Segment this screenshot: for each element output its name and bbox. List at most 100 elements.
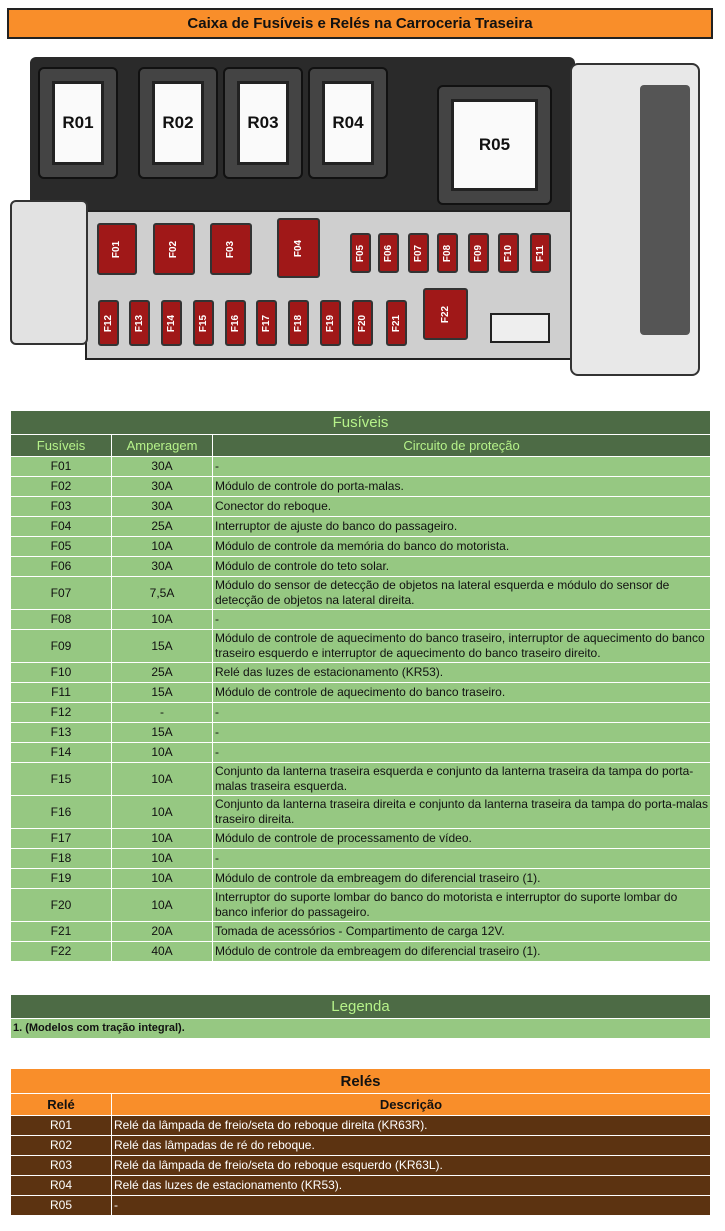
amperage-cell: 15A (111, 682, 213, 703)
relay-r05: R05 (437, 85, 552, 205)
connector-latch (490, 313, 550, 343)
fuse-label: F17 (261, 314, 273, 332)
circuit-cell: Módulo de controle de aquecimento do ban… (212, 682, 711, 703)
amperage-cell: 20A (111, 921, 213, 942)
circuit-cell: - (212, 848, 711, 869)
col-header-relay: Relé (10, 1093, 112, 1116)
amperage-cell: 30A (111, 496, 213, 517)
relay-label: R03 (237, 81, 289, 165)
connector-slots (640, 85, 690, 335)
fuse-id-cell: F12 (10, 702, 112, 723)
fuse-id-cell: F06 (10, 556, 112, 577)
relay-r03: R03 (223, 67, 303, 179)
fuse-id-cell: F17 (10, 828, 112, 849)
fuse-label: F21 (391, 314, 403, 332)
amperage-cell: 30A (111, 476, 213, 497)
fuse-label: F12 (103, 314, 115, 332)
fuse-id-cell: F18 (10, 848, 112, 869)
table-row: F12-- (10, 702, 711, 723)
fuse-f12: F12 (98, 300, 119, 346)
amperage-cell: 25A (111, 516, 213, 537)
relay-label: R04 (322, 81, 374, 165)
amperage-cell: 10A (111, 888, 213, 922)
fuse-f13: F13 (129, 300, 150, 346)
fuse-id-cell: F08 (10, 609, 112, 630)
fuse-id-cell: F10 (10, 662, 112, 683)
fuse-id-cell: F16 (10, 795, 112, 829)
fuse-id-cell: F02 (10, 476, 112, 497)
fuse-f18: F18 (288, 300, 309, 346)
description-cell: Relé das luzes de estacionamento (KR53). (111, 1175, 711, 1196)
fuse-f08: F08 (437, 233, 458, 273)
amperage-cell: 10A (111, 762, 213, 796)
relay-label: R01 (52, 81, 104, 165)
amperage-cell: 10A (111, 795, 213, 829)
fuse-id-cell: F05 (10, 536, 112, 557)
legend-caption: Legenda (10, 994, 711, 1019)
fuse-f17: F17 (256, 300, 277, 346)
circuit-cell: Tomada de acessórios - Compartimento de … (212, 921, 711, 942)
legend-table: Legenda 1. (Modelos com tração integral)… (10, 994, 711, 1039)
fuse-f05: F05 (350, 233, 371, 273)
fuse-label: F09 (473, 244, 485, 262)
circuit-cell: - (212, 609, 711, 630)
amperage-cell: 15A (111, 629, 213, 663)
amperage-cell: 10A (111, 848, 213, 869)
amperage-cell: 10A (111, 742, 213, 763)
fuse-label: F16 (230, 314, 242, 332)
fuse-f14: F14 (161, 300, 182, 346)
page-title: Caixa de Fusíveis e Relés na Carroceria … (7, 8, 713, 39)
fuse-f21: F21 (386, 300, 407, 346)
fuse-label: F18 (293, 314, 305, 332)
description-cell: Relé da lâmpada de freio/seta do reboque… (111, 1115, 711, 1136)
relay-r01: R01 (38, 67, 118, 179)
amperage-cell: 10A (111, 828, 213, 849)
circuit-cell: Módulo de controle do teto solar. (212, 556, 711, 577)
circuit-cell: Módulo de controle do porta-malas. (212, 476, 711, 497)
fuse-label: F22 (439, 305, 451, 323)
relay-id-cell: R02 (10, 1135, 112, 1156)
legend-text: 1. (Modelos com tração integral). (10, 1018, 711, 1039)
relay-label: R02 (152, 81, 204, 165)
circuit-cell: Relé das luzes de estacionamento (KR53). (212, 662, 711, 683)
amperage-cell: 10A (111, 536, 213, 557)
fuse-f15: F15 (193, 300, 214, 346)
fuse-f04: F04 (277, 218, 320, 278)
circuit-cell: Módulo de controle de aquecimento do ban… (212, 629, 711, 663)
col-header-circuit: Circuito de proteção (212, 434, 711, 457)
fuse-id-cell: F22 (10, 941, 112, 962)
fuse-id-cell: F21 (10, 921, 112, 942)
fuse-id-cell: F14 (10, 742, 112, 763)
fuse-label: F06 (383, 244, 395, 262)
fuse-id-cell: F19 (10, 868, 112, 889)
fuse-id-cell: F09 (10, 629, 112, 663)
relays-table-caption: Relés (10, 1068, 711, 1094)
amperage-cell: 30A (111, 556, 213, 577)
fuse-label: F04 (292, 239, 304, 257)
col-header-amperage: Amperagem (111, 434, 213, 457)
fuse-id-cell: F04 (10, 516, 112, 537)
fuse-f09: F09 (468, 233, 489, 273)
fuse-label: F05 (355, 244, 367, 262)
circuit-cell: Módulo de controle da embreagem do difer… (212, 941, 711, 962)
amperage-cell: 25A (111, 662, 213, 683)
amperage-cell: 10A (111, 609, 213, 630)
fuse-label: F01 (111, 240, 123, 258)
fuse-label: F19 (325, 314, 337, 332)
